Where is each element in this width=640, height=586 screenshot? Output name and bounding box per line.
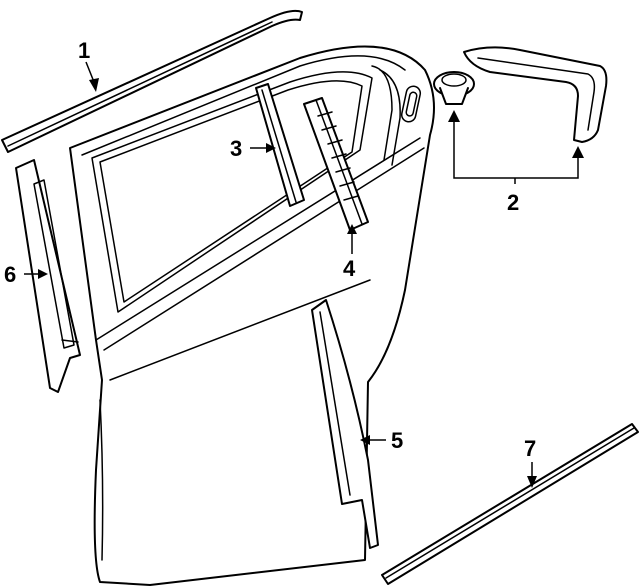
leader-5 (360, 435, 386, 445)
part-7-lower-molding (381, 423, 639, 585)
callout-1: 1 (78, 38, 90, 63)
leader-4 (347, 224, 357, 254)
leader-2 (448, 110, 584, 184)
part-1-roof-molding (1, 9, 303, 153)
leader-6 (24, 269, 48, 279)
callout-4: 4 (343, 256, 356, 281)
part-6-pillar-molding (15, 159, 81, 393)
callout-6: 6 (4, 262, 16, 287)
part-2-quarter-molding (463, 46, 608, 143)
part-4-channel-seal (303, 97, 369, 231)
part-2-retaining-clip (433, 71, 475, 105)
part-5-applique (311, 299, 379, 549)
leader-1 (85, 61, 99, 92)
leader-3 (250, 143, 276, 153)
leader-7 (527, 462, 537, 488)
callout-7: 7 (524, 436, 536, 461)
part-3-pillar-trim (255, 83, 305, 207)
callout-2: 2 (507, 190, 519, 215)
callout-5: 5 (391, 428, 403, 453)
rear-door-shell (69, 45, 435, 586)
callout-3: 3 (230, 136, 242, 161)
